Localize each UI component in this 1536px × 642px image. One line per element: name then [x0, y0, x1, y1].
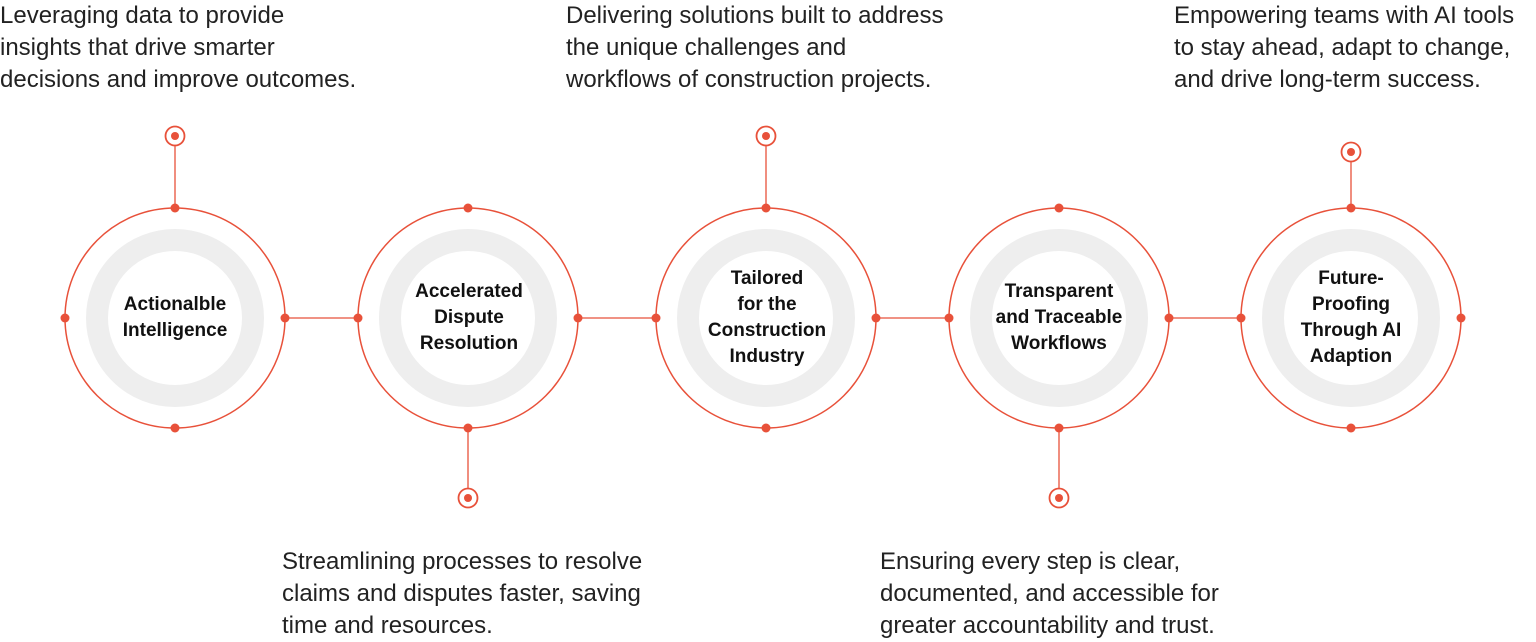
step-2-node — [353, 203, 583, 509]
target-marker-dot — [1055, 494, 1063, 502]
ring-dot — [60, 313, 70, 323]
ring-dot — [280, 313, 290, 323]
ring-dot — [871, 313, 881, 323]
step-5-node — [1236, 141, 1466, 433]
step-5-description: Empowering teams with AI tools to stay a… — [1174, 2, 1515, 93]
inner-ring — [1262, 229, 1440, 407]
ring-dot — [1456, 313, 1466, 323]
step-2-description: Streamlining processes to resolve claims… — [282, 548, 643, 639]
step-nodes — [60, 125, 1466, 509]
inner-ring — [86, 229, 264, 407]
step-1-node — [60, 125, 290, 433]
ring-dot — [651, 313, 661, 323]
step-1-description: Leveraging data to provide insights that… — [0, 2, 357, 93]
inner-ring — [379, 229, 557, 407]
target-marker-dot — [171, 132, 179, 140]
ring-dot — [170, 423, 180, 433]
step-4-node — [944, 203, 1174, 509]
ring-dot — [463, 203, 473, 213]
target-marker-dot — [762, 132, 770, 140]
step-2-title: Accelerated Dispute Resolution — [415, 281, 523, 354]
inner-ring — [970, 229, 1148, 407]
target-marker-dot — [464, 494, 472, 502]
step-3-node — [651, 125, 881, 433]
ring-dot — [1164, 313, 1174, 323]
step-1-title: Actionalble Intelligence — [122, 294, 228, 341]
ring-dot — [573, 313, 583, 323]
step-3-title: Tailored for the Construction Industry — [707, 268, 827, 367]
step-4-title: Transparent and Traceable Workflows — [995, 281, 1123, 354]
ring-dot — [1054, 203, 1064, 213]
ring-dot — [761, 423, 771, 433]
ring-dot — [944, 313, 954, 323]
target-marker-dot — [1347, 148, 1355, 156]
step-5-title: Future- Proofing Through AI Adaption — [1300, 268, 1402, 367]
step-3-description: Delivering solutions built to address th… — [566, 2, 944, 93]
step-4-description: Ensuring every step is clear, documented… — [880, 548, 1219, 639]
ring-dot — [1346, 423, 1356, 433]
ring-dot — [353, 313, 363, 323]
inner-ring — [677, 229, 855, 407]
ring-dot — [1236, 313, 1246, 323]
